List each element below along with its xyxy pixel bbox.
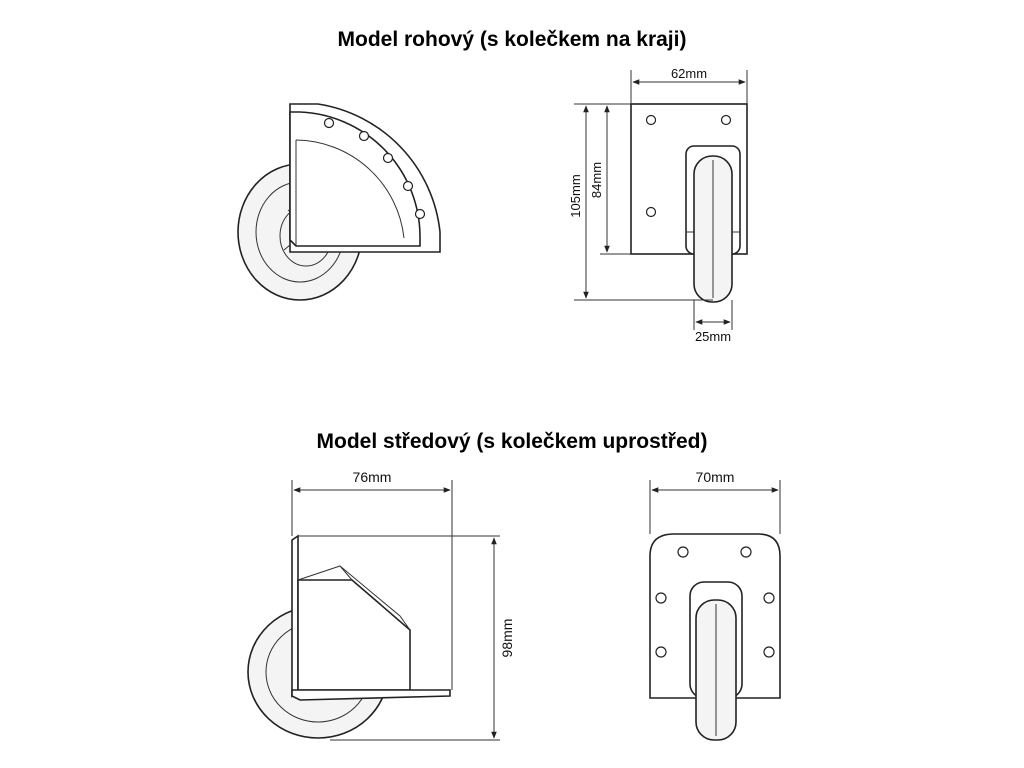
center-bracket bbox=[297, 579, 411, 691]
center-caster-front-view: 70mm bbox=[649, 469, 781, 741]
corner-caster-front-view: 62mm 105mm 84mm 25mm bbox=[568, 66, 748, 344]
dim-center-width: 70mm bbox=[696, 469, 735, 485]
corner-model-title: Model rohový (s kolečkem na kraji) bbox=[337, 28, 687, 51]
dim-center-depth: 76mm bbox=[353, 469, 392, 485]
center-caster-side-view: 76mm 98mm bbox=[247, 469, 515, 741]
dim-corner-total-height: 105mm bbox=[568, 174, 583, 217]
corner-caster-perspective bbox=[237, 103, 441, 301]
dim-corner-plate-height: 84mm bbox=[589, 162, 604, 198]
center-base-plate bbox=[291, 689, 451, 701]
dim-corner-width: 62mm bbox=[671, 66, 707, 81]
center-model-title: Model středový (s kolečkem uprostřed) bbox=[316, 430, 708, 453]
corner-housing-front bbox=[289, 111, 421, 247]
dim-corner-wheel-width: 25mm bbox=[695, 329, 731, 344]
dim-center-height: 98mm bbox=[499, 619, 515, 658]
